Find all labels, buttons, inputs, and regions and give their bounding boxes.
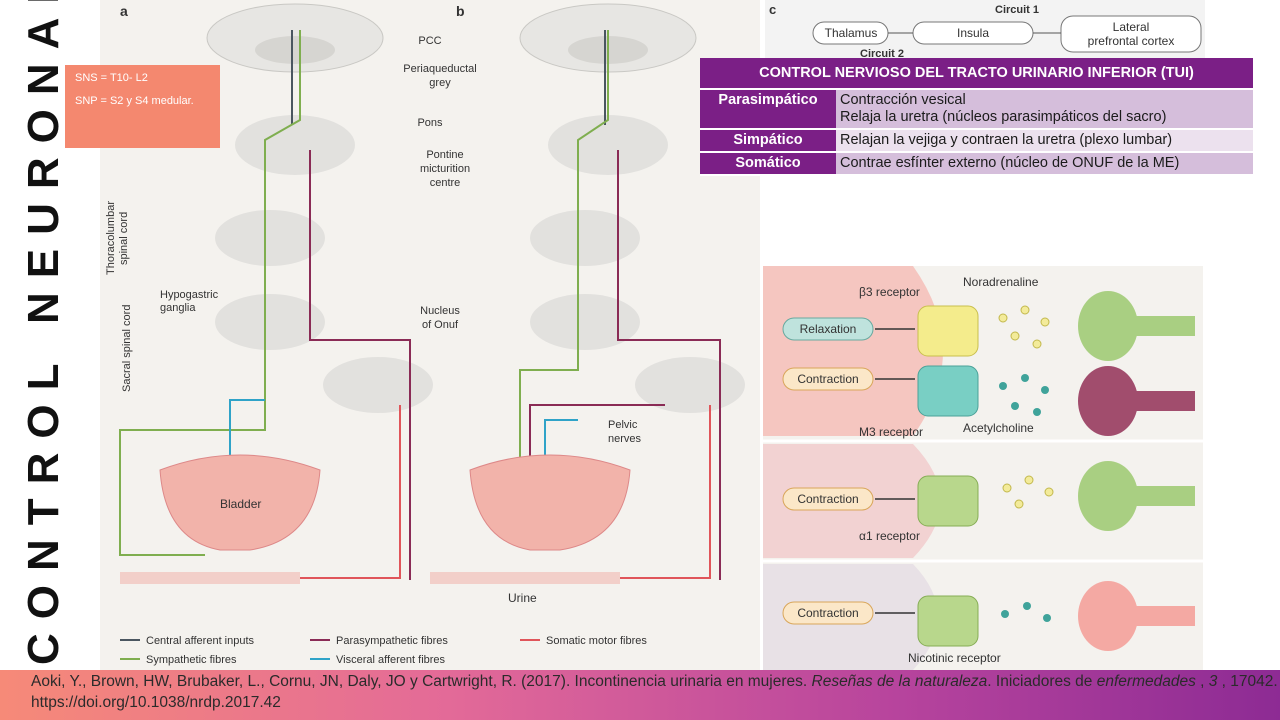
- contraction-label-3: Contraction: [797, 606, 858, 620]
- citation-part2: . Iniciadores de: [987, 673, 1097, 690]
- beta3-label: β3 receptor: [859, 285, 920, 299]
- label-hypo1: Hypogastric: [160, 289, 219, 301]
- circuit1-label: Circuit 1: [995, 4, 1039, 16]
- tui-control-table: CONTROL NERVIOSO DEL TRACTO URINARIO INF…: [700, 58, 1253, 176]
- label-pcc: PCC: [418, 35, 441, 47]
- value-line: Contracción vesical: [840, 92, 966, 108]
- relaxation-label: Relaxation: [800, 322, 857, 336]
- panel-c-label: c: [769, 2, 776, 17]
- insula-label: Insula: [957, 26, 989, 40]
- citation-part4: , 17042. https://doi.org/10.1038/nrdp.20…: [31, 673, 1278, 711]
- row-value-sympathetic: Relajan la vejiga y contraen la uretra (…: [836, 129, 1253, 153]
- label-hypo2: ganglia: [160, 302, 196, 314]
- label-pmc1: Pontine: [426, 149, 463, 161]
- row-value-somatic: Contrae esfínter externo (núcleo de ONUF…: [836, 152, 1253, 176]
- panel-b-label: b: [456, 3, 465, 19]
- neural-pathways-figure: a b: [100, 0, 760, 670]
- table-header: CONTROL NERVIOSO DEL TRACTO URINARIO INF…: [700, 58, 1253, 90]
- spinal-level-note: SNS = T10- L2 SNP = S2 y S4 medular.: [65, 65, 220, 148]
- acetylcholine-label: Acetylcholine: [963, 421, 1034, 435]
- nicotinic-label: Nicotinic receptor: [908, 651, 1001, 665]
- label-bladder: Bladder: [220, 497, 261, 511]
- citation-volume: 3: [1208, 673, 1218, 690]
- pons-b: [548, 115, 668, 175]
- table-row: Simpático Relajan la vejiga y contraen l…: [700, 129, 1253, 153]
- citation-part3: ,: [1195, 673, 1209, 690]
- bladder-b: [469, 454, 631, 551]
- thalamus-label: Thalamus: [825, 26, 878, 40]
- row-key-sympathetic: Simpático: [700, 129, 836, 153]
- vertical-title: CONTROL NEURONAL: [0, 0, 70, 670]
- label-pmc3: centre: [430, 177, 461, 189]
- figure-legend: Central afferent inputs Sympathetic fibr…: [120, 635, 647, 666]
- label-pag2: grey: [429, 77, 451, 89]
- label-thor1: Thoracolumbar: [105, 201, 117, 275]
- legend-sympathetic: Sympathetic fibres: [146, 654, 237, 666]
- lpfc-label-2: prefrontal cortex: [1088, 34, 1175, 48]
- label-onuf2: of Onuf: [422, 319, 459, 331]
- label-urine: Urine: [508, 591, 537, 605]
- spinal-sections: [215, 210, 745, 413]
- lpfc-label-1: Lateral: [1113, 20, 1150, 34]
- citation-journal2: enfermedades: [1096, 673, 1196, 690]
- citation-journal: Reseñas de la naturaleza: [811, 673, 988, 690]
- brain-a: [206, 3, 384, 73]
- note-snp: SNP = S2 y S4 medular.: [75, 95, 194, 107]
- circuit-diagram: c Circuit 1 Thalamus Insula Lateral pref…: [765, 0, 1205, 60]
- citation-footer: Aoki, Y., Brown, HW, Brubaker, L., Cornu…: [0, 670, 1280, 720]
- label-pag1: Periaqueductal: [403, 63, 476, 75]
- legend-central: Central afferent inputs: [146, 635, 255, 647]
- table-row: Somático Contrae esfínter externo (núcle…: [700, 152, 1253, 176]
- legend-visceral: Visceral afferent fibres: [336, 654, 446, 666]
- label-sacral: Sacral spinal cord: [121, 305, 133, 392]
- label-pmc2: micturition: [420, 163, 470, 175]
- citation-part1: Aoki, Y., Brown, HW, Brubaker, L., Cornu…: [31, 673, 812, 690]
- label-pelvic1: Pelvic: [608, 419, 638, 431]
- legend-somatic: Somatic motor fibres: [546, 635, 647, 647]
- row-value-parasympathetic: Contracción vesical Relaja la uretra (nú…: [836, 89, 1253, 130]
- label-thor2: spinal cord: [118, 212, 130, 265]
- label-pons: Pons: [417, 117, 443, 129]
- alpha1-label: α1 receptor: [859, 529, 920, 543]
- note-sns: SNS = T10- L2: [75, 72, 148, 84]
- m3-label: M3 receptor: [859, 425, 923, 439]
- vertical-title-text: CONTROL NEURONAL: [19, 0, 68, 665]
- receptor-panel: d: [763, 266, 1203, 670]
- panel-a-label: a: [120, 3, 128, 19]
- label-onuf1: Nucleus: [420, 305, 460, 317]
- bladder-a: [159, 454, 321, 551]
- legend-parasympathetic: Parasympathetic fibres: [336, 635, 448, 647]
- value-line: Relaja la uretra (núcleos parasimpáticos…: [840, 109, 1167, 125]
- noradrenaline-label: Noradrenaline: [963, 275, 1039, 289]
- table-row: Parasimpático Contracción vesical Relaja…: [700, 89, 1253, 130]
- circuit2-label: Circuit 2: [860, 48, 904, 58]
- contraction-label-1: Contraction: [797, 372, 858, 386]
- label-pelvic2: nerves: [608, 433, 642, 445]
- row-key-somatic: Somático: [700, 152, 836, 176]
- row-key-parasympathetic: Parasimpático: [700, 89, 836, 130]
- contraction-label-2: Contraction: [797, 492, 858, 506]
